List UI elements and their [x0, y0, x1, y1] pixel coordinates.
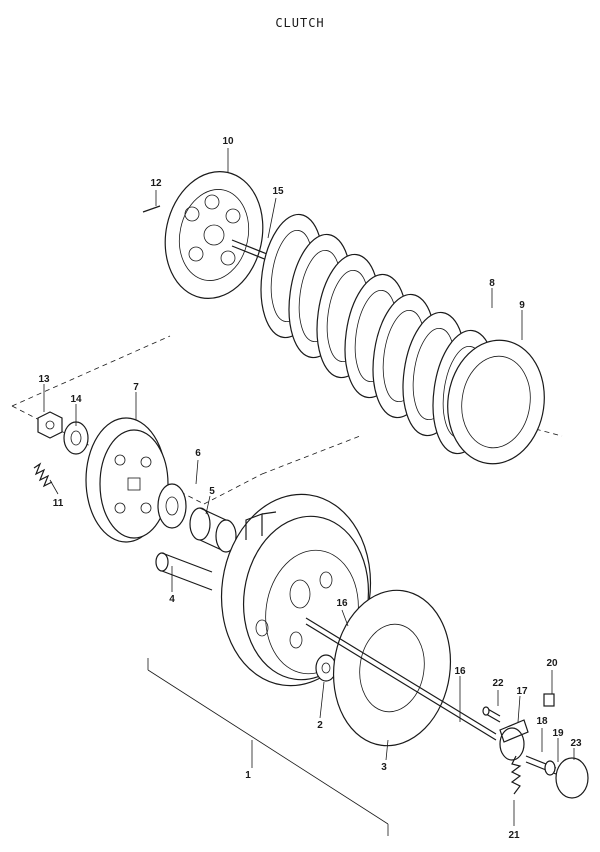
primary-gear: [85, 417, 169, 543]
spring-left: [33, 462, 53, 488]
callout-12: 12: [150, 178, 162, 189]
callout-8: 8: [489, 278, 495, 289]
clutch-plate-stack: [260, 213, 545, 465]
pin: [142, 205, 161, 213]
leader-lines: [43, 148, 575, 826]
callout-11: 11: [53, 498, 64, 509]
nut: [37, 411, 63, 439]
callout-17: 17: [516, 686, 528, 697]
callout-7: 7: [133, 382, 139, 393]
thrust-washer: [157, 483, 187, 529]
release-lever: [499, 719, 529, 761]
callout-9: 9: [519, 300, 525, 311]
callout-3: 3: [381, 762, 387, 773]
bolt: [155, 552, 213, 591]
callout-10: 10: [222, 136, 234, 147]
callout-15: 15: [272, 186, 284, 197]
callout-1: 1: [245, 770, 251, 781]
callout-19: 19: [552, 728, 564, 739]
pressure-plate: [164, 171, 264, 299]
push-rod-long: [305, 617, 497, 741]
cap: [555, 757, 589, 799]
friction-plate: [332, 589, 452, 747]
callout-21: 21: [508, 830, 520, 841]
callout-13: 13: [38, 374, 50, 385]
callout-5: 5: [209, 486, 215, 497]
callout-23: 23: [570, 738, 582, 749]
assembly-bracket: [147, 658, 389, 836]
small-bushing: [543, 693, 555, 707]
callout-4: 4: [169, 594, 175, 605]
diagram-title: CLUTCH: [275, 16, 325, 30]
callout-22: 22: [492, 678, 504, 689]
bushing: [189, 507, 237, 553]
clutch-housing: [220, 493, 372, 687]
callout-20: 20: [546, 658, 558, 669]
spring-lower: [510, 755, 522, 795]
callout-6: 6: [195, 448, 201, 459]
callout-14: 14: [70, 394, 82, 405]
callout-16-lower: 16: [454, 666, 466, 677]
callout-2: 2: [317, 720, 323, 731]
callout-16-upper: 16: [336, 598, 348, 609]
lock-washer: [63, 421, 89, 455]
lock-nut: [544, 760, 556, 776]
callout-18: 18: [536, 716, 548, 727]
